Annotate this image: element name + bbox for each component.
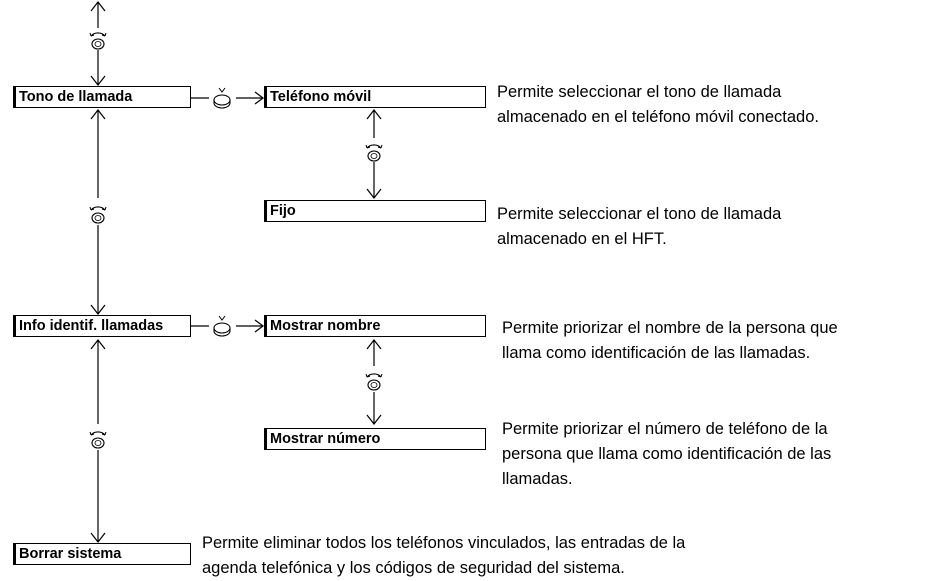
description-fijo: Permite seleccionar el tono de llamada a… <box>497 202 781 252</box>
description-line: llamadas. <box>502 470 573 488</box>
rotate-knob-icon <box>365 373 383 391</box>
description-line: Permite seleccionar el tono de llamada <box>497 83 782 101</box>
description-line: Permite priorizar el número de teléfono … <box>502 420 828 438</box>
press-knob-icon <box>213 315 231 337</box>
rotate-knob-icon <box>365 144 383 162</box>
menu-item-tono-de-llamada[interactable]: Tono de llamada <box>13 86 191 108</box>
menu-item-label: Tono de llamada <box>19 89 133 105</box>
description-line: llama como identificación de las llamada… <box>502 344 811 362</box>
option-label: Mostrar nombre <box>270 318 381 334</box>
option-mostrar-nombre[interactable]: Mostrar nombre <box>264 315 486 337</box>
rotate-knob-icon <box>89 206 107 224</box>
menu-item-label: Info identif. llamadas <box>19 318 164 334</box>
description-mostrar-nombre: Permite priorizar el nombre de la person… <box>502 316 838 366</box>
option-mostrar-numero[interactable]: Mostrar número <box>264 428 486 450</box>
rotate-knob-icon <box>89 431 107 449</box>
description-line: Permite priorizar el nombre de la person… <box>502 319 838 337</box>
menu-item-label: Borrar sistema <box>19 546 122 562</box>
option-telefono-movil[interactable]: Teléfono móvil <box>264 86 486 108</box>
description-telefono-movil: Permite seleccionar el tono de llamada a… <box>497 80 819 130</box>
rotate-knob-icon <box>89 32 107 50</box>
description-line: almacenado en el HFT. <box>497 230 667 248</box>
option-label: Fijo <box>270 203 296 219</box>
option-label: Teléfono móvil <box>270 89 372 105</box>
description-line: Permite eliminar todos los teléfonos vin… <box>202 534 686 552</box>
description-line: almacenado en el teléfono móvil conectad… <box>497 108 819 126</box>
description-line: agenda telefónica y los códigos de segur… <box>202 559 625 577</box>
description-line: Permite seleccionar el tono de llamada <box>497 205 782 223</box>
description-line: persona que llama como identificación de… <box>502 445 832 463</box>
menu-item-info-identif-llamadas[interactable]: Info identif. llamadas <box>13 315 191 337</box>
press-knob-icon <box>213 87 231 109</box>
option-label: Mostrar número <box>270 431 381 447</box>
menu-item-borrar-sistema[interactable]: Borrar sistema <box>13 543 191 565</box>
description-borrar-sistema: Permite eliminar todos los teléfonos vin… <box>202 531 685 581</box>
option-fijo[interactable]: Fijo <box>264 200 486 222</box>
description-mostrar-numero: Permite priorizar el número de teléfono … <box>502 417 831 492</box>
